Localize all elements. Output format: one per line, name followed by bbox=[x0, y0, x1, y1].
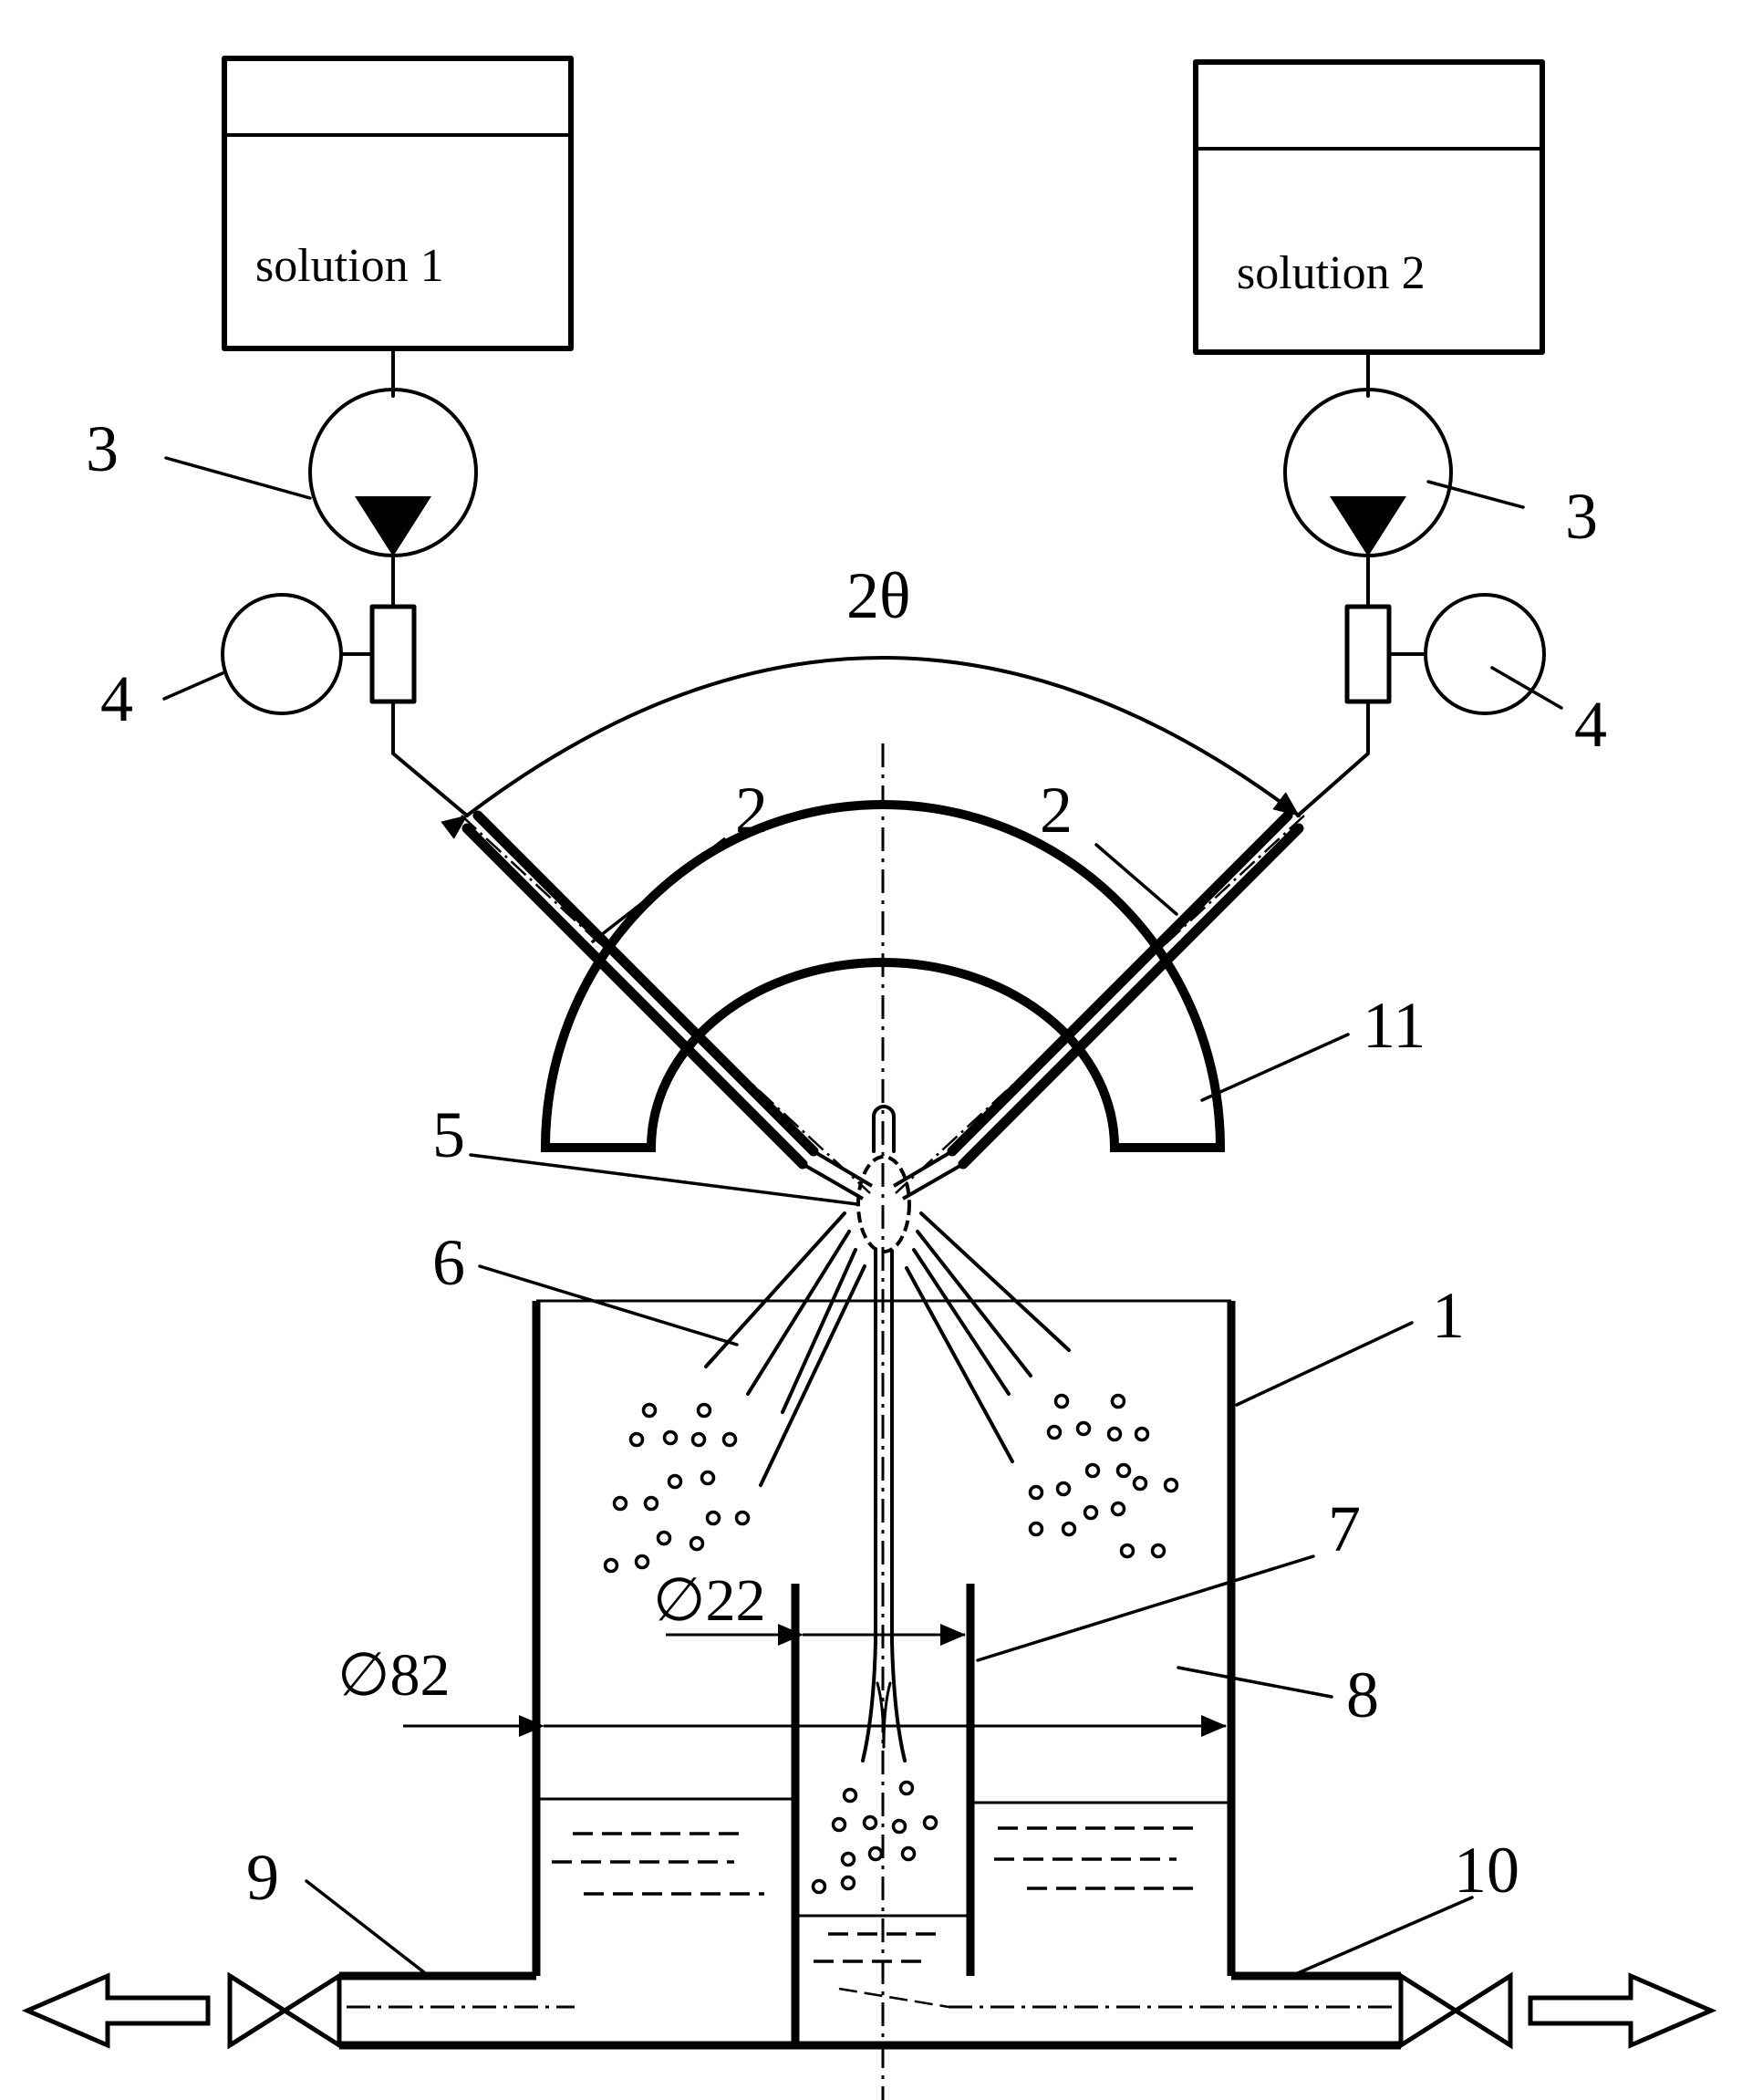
liquid-inner-tube bbox=[795, 1914, 970, 1963]
tank-solution-2: solution 2 bbox=[1193, 59, 1545, 355]
nozzle-left bbox=[461, 810, 874, 1201]
label-nozzle-left: 2 bbox=[735, 774, 768, 847]
label-pump-left: 3 bbox=[86, 412, 119, 485]
valve-right bbox=[1398, 1971, 1513, 2050]
droplets-left bbox=[603, 1402, 751, 1574]
inner-tube bbox=[791, 1584, 975, 2045]
label-impingement: 5 bbox=[432, 1098, 465, 1171]
dimension-inner: ∅22 bbox=[653, 1567, 966, 1646]
flow-meter-left bbox=[221, 593, 469, 817]
label-pump-right: 3 bbox=[1565, 480, 1598, 553]
label-meter-right: 4 bbox=[1574, 688, 1607, 761]
nozzle-right bbox=[892, 810, 1305, 1201]
tank-solution-1-label: solution 1 bbox=[255, 240, 444, 292]
leader-lines bbox=[162, 456, 1563, 1978]
outlet-pipe bbox=[339, 1971, 1401, 2050]
label-holder: 11 bbox=[1363, 989, 1426, 1062]
spray-rays bbox=[704, 1211, 1071, 1487]
label-inner-tube: 7 bbox=[1328, 1492, 1361, 1565]
label-chamber: 8 bbox=[1346, 1658, 1379, 1731]
tank-solution-2-label: solution 2 bbox=[1237, 247, 1426, 299]
droplets-right bbox=[1028, 1393, 1179, 1559]
outflow-arrow-left bbox=[21, 1972, 211, 2049]
label-vessel: 1 bbox=[1432, 1279, 1465, 1352]
tank-solution-1: solution 1 bbox=[222, 56, 574, 351]
liquid-annulus-right bbox=[970, 1801, 1231, 1890]
dimension-outer: ∅82 bbox=[337, 1642, 1227, 1737]
label-spray: 6 bbox=[432, 1226, 465, 1299]
pump-right bbox=[1283, 350, 1453, 608]
angle-arc bbox=[441, 656, 1301, 839]
dimension-inner-label: ∅22 bbox=[653, 1567, 766, 1634]
angle-label: 2θ bbox=[846, 559, 911, 632]
dimension-outer-label: ∅82 bbox=[337, 1642, 451, 1709]
valve-left bbox=[227, 1971, 342, 2050]
label-outlet-left: 9 bbox=[246, 1841, 279, 1914]
liquid-jet bbox=[861, 1250, 907, 1762]
label-outlet-right: 10 bbox=[1454, 1834, 1519, 1907]
outflow-arrow-right bbox=[1528, 1972, 1717, 2049]
label-meter-left: 4 bbox=[100, 662, 133, 735]
droplets-inner bbox=[811, 1780, 938, 1895]
flow-meter-right bbox=[1296, 593, 1546, 817]
liquid-annulus-left bbox=[536, 1797, 795, 1896]
vessel bbox=[532, 1299, 1236, 1976]
label-nozzle-right: 2 bbox=[1040, 774, 1073, 847]
pump-left bbox=[308, 347, 478, 608]
